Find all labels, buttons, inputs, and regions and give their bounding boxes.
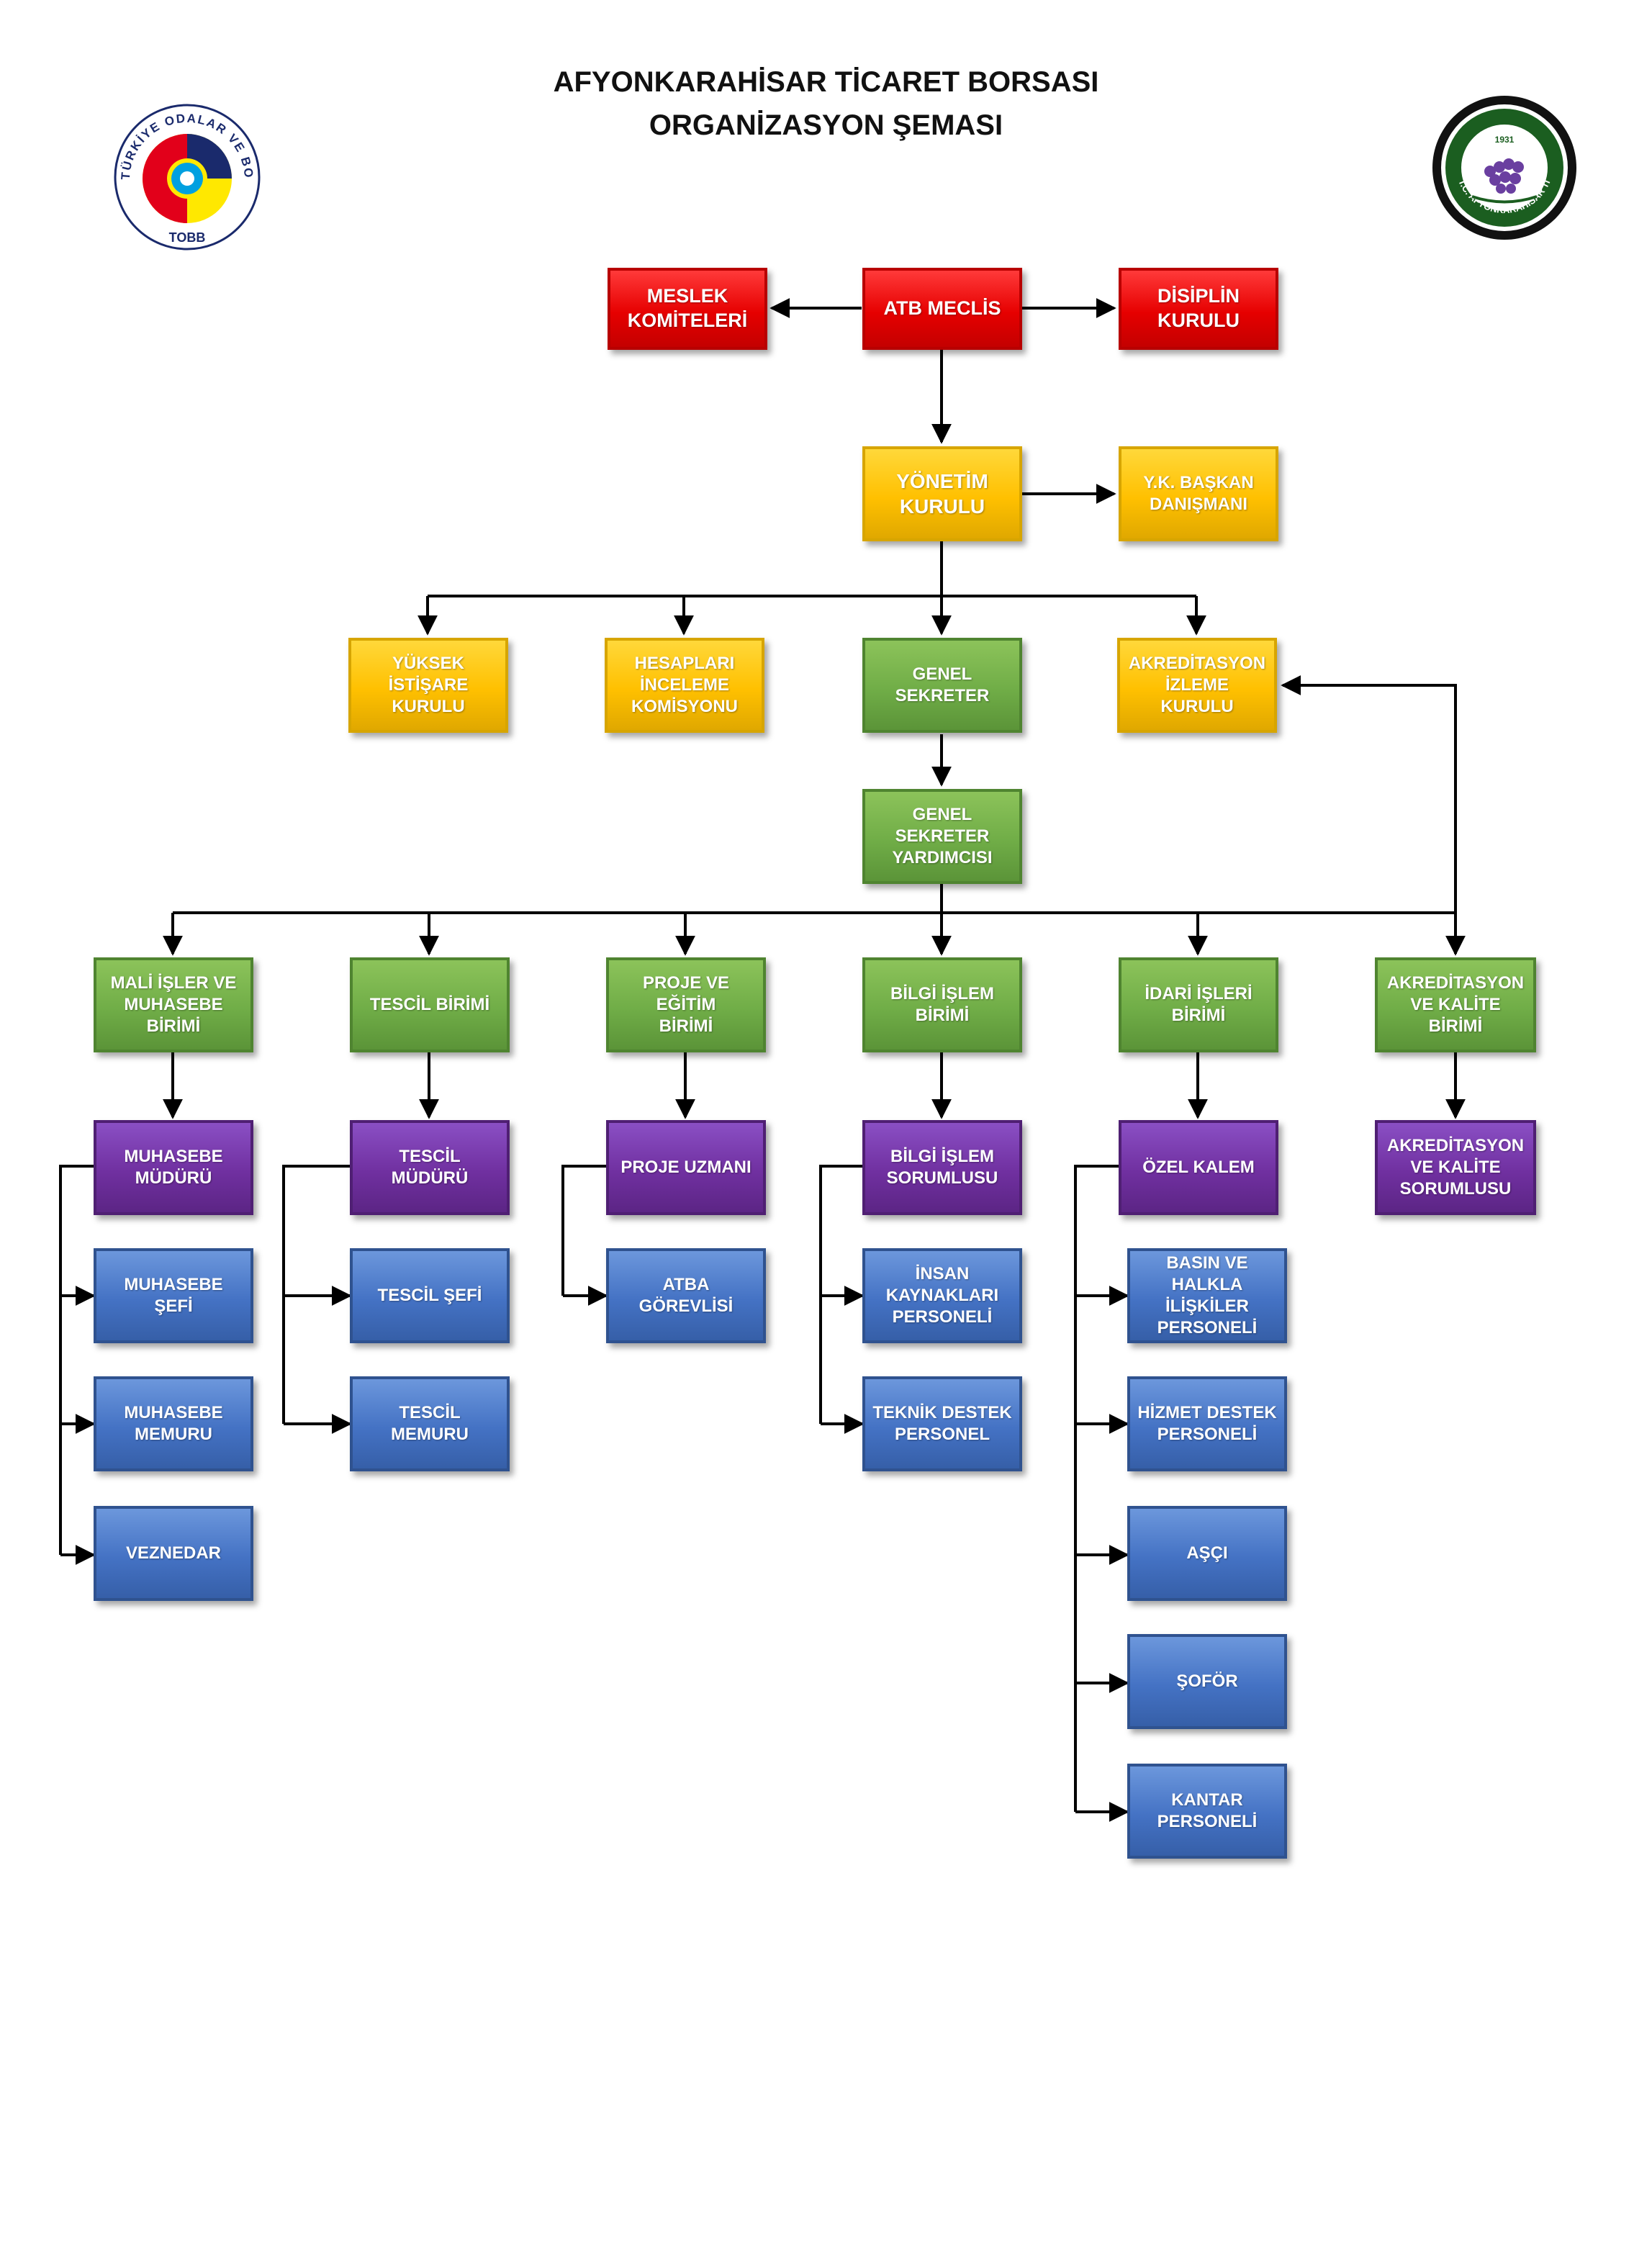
page-title: AFYONKARAHİSAR TİCARET BORSASI [553,66,1099,98]
edge-muhasebe-spine [59,1165,94,1555]
node-yuksek-istisare-kurulu: YÜKSEK İSTİŞARE KURULU [348,638,508,733]
node-akreditasyon-izleme-kurulu: AKREDİTASYON İZLEME KURULU [1117,638,1277,733]
node-mali-isler-muhasebe-birimi: MALİ İŞLER VE MUHASEBE BİRİMİ [94,957,253,1052]
node-atb-meclis: ATB MECLİS [862,268,1022,350]
atb-year: 1931 [1495,135,1515,145]
node-basin-halkla-iliskiler-personeli: BASIN VE HALKLA İLİŞKİLER PERSONELİ [1127,1248,1287,1343]
node-muhasebe-muduru: MUHASEBE MÜDÜRÜ [94,1120,253,1215]
edge-tescil-spine [282,1165,350,1424]
edge-proje-spine [561,1165,606,1296]
node-bilgi-islem-sorumlusu: BİLGİ İŞLEM SORUMLUSU [862,1120,1022,1215]
node-yonetim-kurulu: YÖNETİM KURULU [862,446,1022,541]
atb-logo: T.C. AFYONKARAHİSAR TİCARET BORSASI 1931 [1429,92,1576,240]
node-proje-uzmani: PROJE UZMANI [606,1120,766,1215]
page-subtitle: ORGANİZASYON ŞEMASI [649,109,1003,141]
node-tescil-muduru: TESCİL MÜDÜRÜ [350,1120,510,1215]
node-insan-kaynaklari-personeli: İNSAN KAYNAKLARI PERSONELİ [862,1248,1022,1343]
node-genel-sekreter-yardimcisi: GENEL SEKRETER YARDIMCISI [862,789,1022,884]
node-proje-egitim-birimi: PROJE VE EĞİTİM BİRİMİ [606,957,766,1052]
node-genel-sekreter: GENEL SEKRETER [862,638,1022,733]
node-disiplin-kurulu: DİSİPLİN KURULU [1119,268,1278,350]
edge-bilgi-spine [819,1165,862,1424]
node-meslek-komiteleri: MESLEK KOMİTELERİ [608,268,767,350]
node-veznedar: VEZNEDAR [94,1506,253,1601]
node-sofor: ŞOFÖR [1127,1634,1287,1729]
node-kantar-personeli: KANTAR PERSONELİ [1127,1764,1287,1859]
node-muhasebe-sefi: MUHASEBE ŞEFİ [94,1248,253,1343]
tobb-logo: TÜRKİYE ODALAR VE BORSALAR BİRLİĞİ TOBB [107,99,261,251]
node-yk-baskan-danismani: Y.K. BAŞKAN DANIŞMANI [1119,446,1278,541]
node-akreditasyon-kalite-birimi: AKREDİTASYON VE KALİTE BİRİMİ [1375,957,1536,1052]
node-teknik-destek-personel: TEKNİK DESTEK PERSONEL [862,1376,1022,1471]
node-hesaplari-inceleme-komisyonu: HESAPLARI İNCELEME KOMİSYONU [605,638,764,733]
node-tescil-sefi: TESCİL ŞEFİ [350,1248,510,1343]
node-atba-gorevlisi: ATBA GÖREVLİSİ [606,1248,766,1343]
node-asci: AŞÇI [1127,1506,1287,1601]
node-hizmet-destek-personeli: HİZMET DESTEK PERSONELİ [1127,1376,1287,1471]
tobb-abbr: TOBB [169,230,206,245]
node-ozel-kalem: ÖZEL KALEM [1119,1120,1278,1215]
node-muhasebe-memuru: MUHASEBE MEMURU [94,1376,253,1471]
edge-idari-spine [1074,1165,1119,1812]
node-akreditasyon-kalite-sorumlusu: AKREDİTASYON VE KALİTE SORUMLUSU [1375,1120,1536,1215]
node-tescil-memuru: TESCİL MEMURU [350,1376,510,1471]
node-tescil-birimi: TESCİL BİRİMİ [350,957,510,1052]
node-bilgi-islem-birimi: BİLGİ İŞLEM BİRİMİ [862,957,1022,1052]
node-idari-isler-birimi: İDARİ İŞLERİ BİRİMİ [1119,957,1278,1052]
edge-akrkalite-izleme [1281,675,1457,913]
